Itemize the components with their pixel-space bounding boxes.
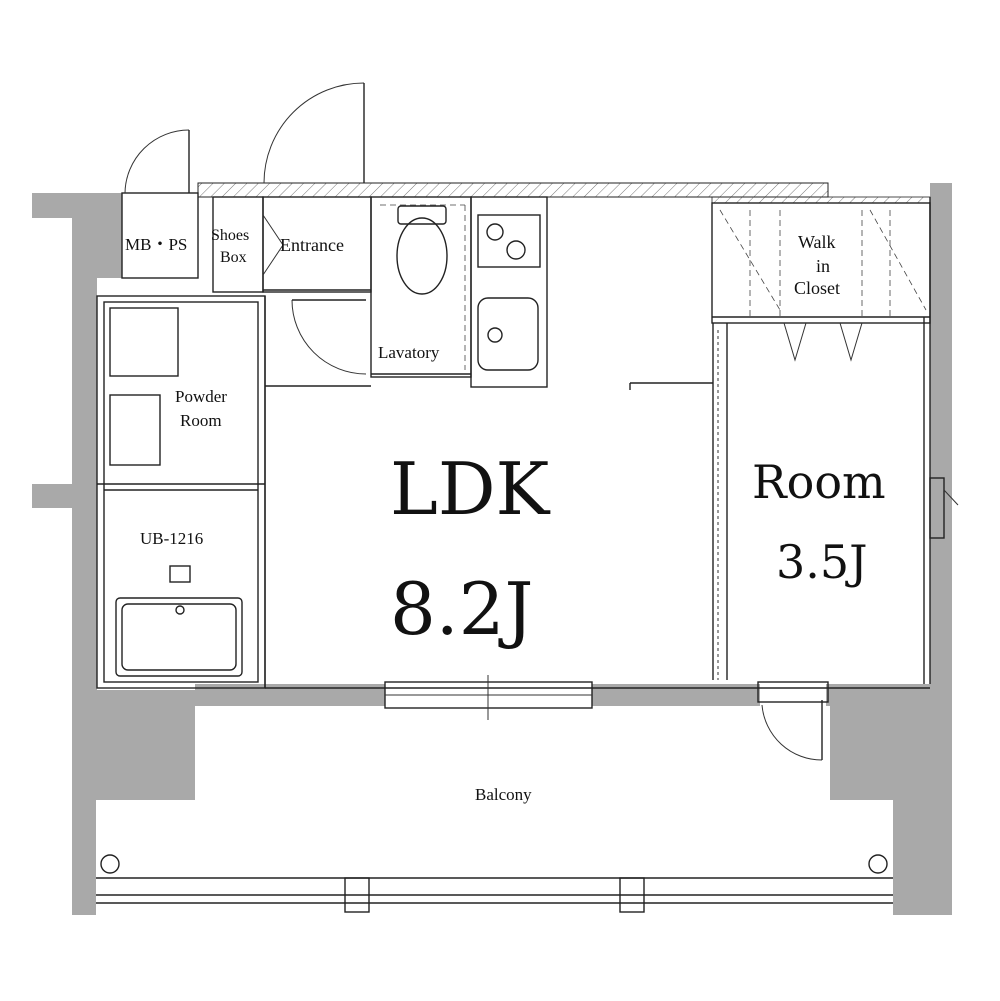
entrance-label: Entrance <box>280 235 344 255</box>
balcony-label: Balcony <box>475 785 532 804</box>
ldk-label: LDK <box>390 447 551 531</box>
doors <box>124 82 959 761</box>
interior-walls <box>96 192 931 689</box>
powder-room-label-line1: Powder <box>175 387 227 406</box>
shoes-box-label-line1: Shoes <box>211 227 249 244</box>
powder-room-label-line2: Room <box>180 411 222 430</box>
windows <box>384 675 829 720</box>
shoes-box-label-line2: Box <box>220 249 247 266</box>
ldk-size-label: 8.2J <box>390 567 533 651</box>
mbps-label: MB・PS <box>125 235 187 254</box>
room-size-label: 3.5J <box>776 535 868 589</box>
structural-walls <box>32 183 952 915</box>
bath-unit-label: UB-1216 <box>140 529 203 548</box>
room-label: Room <box>752 455 886 509</box>
walk-in-closet-label-line3: Closet <box>794 278 840 298</box>
walk-in-closet-label-line1: Walk <box>798 232 836 252</box>
closet-shelves <box>380 204 927 370</box>
lavatory-label: Lavatory <box>378 343 440 362</box>
fixtures <box>96 205 893 913</box>
top-wall-hatch <box>197 182 931 204</box>
walk-in-closet-label-line2: in <box>816 256 830 276</box>
